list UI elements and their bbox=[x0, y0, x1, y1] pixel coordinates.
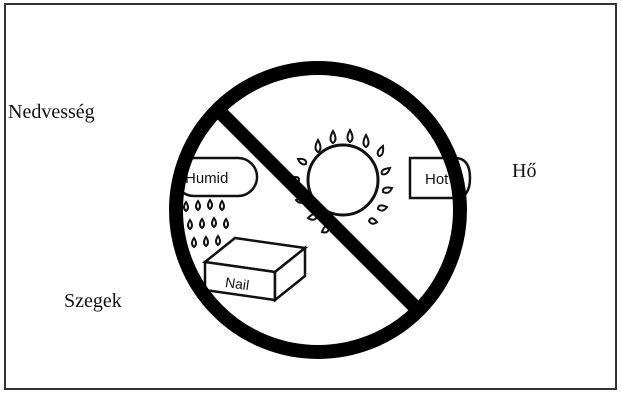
nail-box-icon: Nail bbox=[205, 238, 305, 300]
humidity-label: Nedvesség bbox=[8, 99, 99, 126]
nails-label: Szegek bbox=[64, 290, 122, 313]
sun-icon bbox=[290, 130, 392, 233]
nail-box-text: Nail bbox=[224, 274, 250, 293]
humid-tag-text: Humid bbox=[185, 170, 228, 187]
prohibition-sign-icon bbox=[176, 68, 460, 352]
rain-drops-icon bbox=[184, 200, 228, 247]
heat-label: Hő bbox=[512, 160, 536, 183]
hot-tag-text: Hot bbox=[425, 171, 449, 188]
